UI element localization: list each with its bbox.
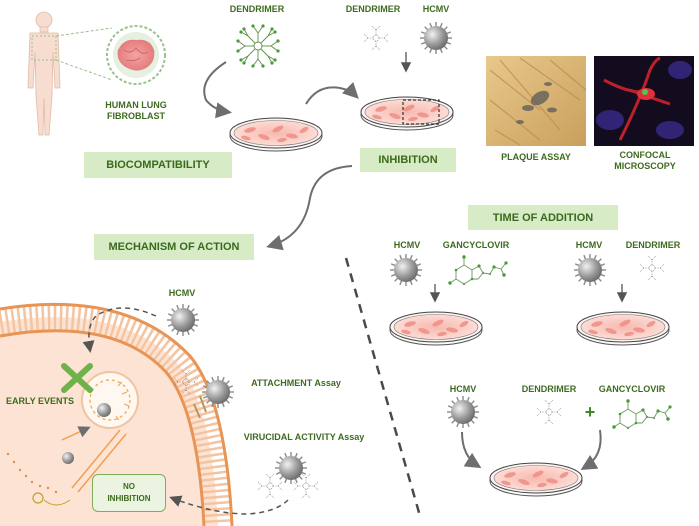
lung-region-marker [31, 35, 57, 61]
virus-icon [389, 253, 423, 287]
virus-icon [201, 375, 235, 409]
plus-sign: + [584, 402, 596, 422]
flow-arrow [266, 165, 353, 251]
attachment-assay-label: ATTACHMENT Assay [251, 378, 341, 388]
petri-dish-icon [576, 311, 670, 346]
petri-dish-icon [489, 462, 583, 497]
human-body-icon [27, 11, 61, 136]
inhibition-cross-icon [61, 363, 93, 393]
virus-icon [419, 21, 453, 55]
virus-icon [166, 303, 200, 337]
hcmv-label: HCMV [449, 384, 477, 394]
hcmv-label: HCMV [393, 240, 421, 250]
gancyclovir-molecule-icon [611, 398, 673, 430]
dendrimer-label: DENDRIMER [345, 4, 401, 14]
zoom-region-marker [402, 99, 440, 125]
confocal-microscopy-photo [594, 56, 694, 146]
time-of-addition-box: TIME OF ADDITION [468, 205, 618, 230]
inhibition-box: INHIBITION [360, 148, 456, 172]
dendrimer-icon [536, 399, 562, 425]
gancyclovir-molecule-icon [447, 254, 509, 286]
dendrimer-icon [257, 473, 283, 499]
dendrimer-label: DENDRIMER [521, 384, 577, 394]
plaque-assay-label: PLAQUE ASSAY [501, 152, 571, 162]
dendrimer-label: DENDRIMER [229, 4, 285, 14]
petri-dish-icon [389, 311, 483, 346]
gancyclovir-label: GANCYCLOVIR [598, 384, 666, 394]
dendrimer-icon [236, 24, 280, 68]
nucleus-icon [81, 371, 139, 429]
dendrimer-label: DENDRIMER [625, 240, 681, 250]
gancyclovir-label: GANCYCLOVIR [442, 240, 510, 250]
dendrimer-icon [363, 25, 389, 51]
no-inhibition-box: NO INHIBITION [92, 474, 166, 512]
lung-tissue-icon [106, 25, 166, 85]
cytoplasm-details [6, 426, 127, 506]
virus-icon [573, 253, 607, 287]
virus-icon [446, 395, 480, 429]
petri-dish-icon [229, 117, 323, 152]
plaque-assay-photo [486, 56, 587, 146]
no-inhibition-label: NO INHIBITION [107, 482, 151, 503]
human-lung-fibroblast-label: HUMAN LUNG FIBROBLAST [105, 100, 167, 121]
section-divider [344, 257, 422, 517]
hcmv-label: HCMV [575, 240, 603, 250]
flow-arrow [305, 81, 359, 105]
early-events-label: EARLY EVENTS [6, 396, 75, 406]
biocompatibility-box: BIOCOMPATIBILITY [84, 152, 232, 178]
dendrimer-icon [639, 255, 665, 281]
flow-arrow [203, 61, 232, 119]
hcmv-label: HCMV [168, 288, 196, 298]
virucidal-activity-assay-label: VIRUCIDAL ACTIVITY Assay [243, 432, 365, 442]
confocal-microscopy-label: CONFOCAL MICROSCOPY [614, 150, 676, 171]
mechanism-of-action-box: MECHANISM OF ACTION [94, 234, 254, 260]
virus-icon [274, 451, 308, 485]
hcmv-label: HCMV [422, 4, 450, 14]
